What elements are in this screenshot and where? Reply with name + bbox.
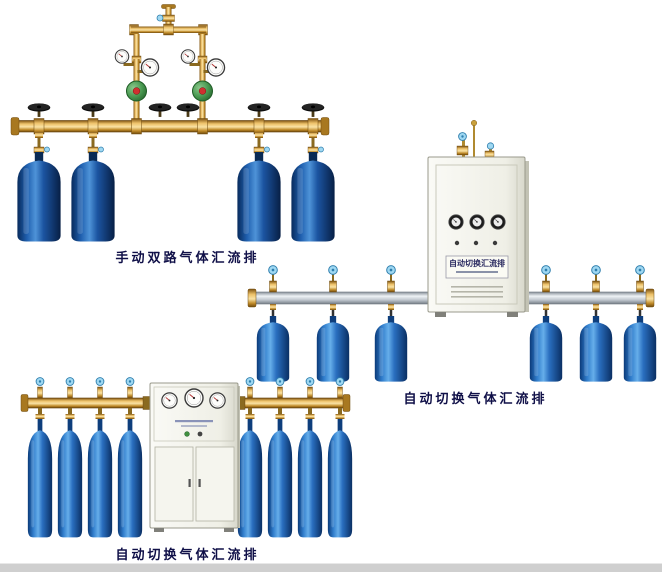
indicator-light xyxy=(184,431,190,437)
gas-cylinder xyxy=(237,419,263,538)
pressure-gauge xyxy=(161,392,178,409)
manifold-pipe xyxy=(10,117,330,136)
gas-cylinder xyxy=(87,419,113,538)
valve-cap xyxy=(65,377,75,386)
outlet-pipe xyxy=(129,4,208,59)
pipe-stations xyxy=(35,377,345,419)
pressure-gauge xyxy=(206,58,226,77)
valve-cap xyxy=(635,265,645,275)
cabinet-nameplate-subline xyxy=(456,271,498,273)
gas-cylinder xyxy=(291,152,335,242)
pipe-stations xyxy=(268,265,645,317)
auto-switch-manifold-a-illustration xyxy=(247,119,657,382)
valve-handwheel xyxy=(301,103,325,117)
gas-cylinder xyxy=(27,419,53,538)
valve-handwheel xyxy=(81,103,105,117)
gas-cylinder xyxy=(374,316,408,382)
pressure-gauge xyxy=(469,214,485,230)
gas-cylinder xyxy=(117,419,143,538)
auto-switch-manifold-b-illustration xyxy=(20,377,353,538)
gas-cylinder xyxy=(17,152,61,242)
cabinet-nameplate-label: 自动切换汇流排 xyxy=(449,259,505,268)
product-caption-manual-dual: 手动双路气体汇流排 xyxy=(115,250,260,265)
control-cabinet xyxy=(149,382,240,532)
valve-cap xyxy=(541,265,551,275)
indicator-light xyxy=(197,431,203,437)
valve-cap xyxy=(156,14,164,22)
cabinet-nameplate-text: 自动切换汇流排 xyxy=(447,259,507,273)
pressure-gauge xyxy=(114,49,130,64)
cabinet-door xyxy=(195,446,235,522)
valve-cap xyxy=(125,377,135,386)
gas-cylinder xyxy=(623,316,657,382)
valve-cap xyxy=(458,132,467,141)
valve-cap xyxy=(245,377,255,386)
gas-cylinder xyxy=(256,316,290,382)
valve-handwheel xyxy=(176,103,200,117)
valve-handwheel xyxy=(148,103,172,117)
gas-cylinder xyxy=(297,419,323,538)
valve-cap xyxy=(335,377,345,386)
pressure-gauge xyxy=(184,388,204,408)
cylinder-connections xyxy=(33,132,324,154)
footer-strip xyxy=(0,563,662,572)
valve-cap xyxy=(268,265,278,275)
pressure-regulator xyxy=(180,49,226,121)
gas-cylinder xyxy=(327,419,353,538)
valve-cap xyxy=(35,377,45,386)
valve-cap xyxy=(328,265,338,275)
valve-cap xyxy=(275,377,285,386)
valve-handwheel xyxy=(27,103,51,117)
pressure-gauge xyxy=(209,392,226,409)
control-cabinet xyxy=(427,119,529,317)
manual-dual-manifold-illustration xyxy=(10,4,335,242)
gas-cylinder xyxy=(529,316,563,382)
product-caption-auto-switch-a: 自动切换气体汇流排 xyxy=(403,391,548,406)
gas-cylinder xyxy=(267,419,293,538)
pressure-gauge xyxy=(140,58,160,77)
product-caption-auto-switch-b: 自动切换气体汇流排 xyxy=(115,547,260,562)
gas-cylinder xyxy=(316,316,350,382)
valve-cap xyxy=(95,377,105,386)
valve-handwheel xyxy=(247,103,271,117)
cabinet-door xyxy=(154,446,194,522)
valve-cap xyxy=(386,265,396,275)
gas-cylinder xyxy=(57,419,83,538)
valve-cap xyxy=(305,377,315,386)
gas-cylinder xyxy=(237,152,281,242)
pressure-gauge xyxy=(180,49,196,64)
gas-cylinder xyxy=(579,316,613,382)
pressure-gauge xyxy=(490,214,506,230)
gas-cylinder xyxy=(71,152,115,242)
pressure-gauge xyxy=(448,214,464,230)
pressure-regulator xyxy=(114,49,160,121)
valve-cap xyxy=(591,265,601,275)
